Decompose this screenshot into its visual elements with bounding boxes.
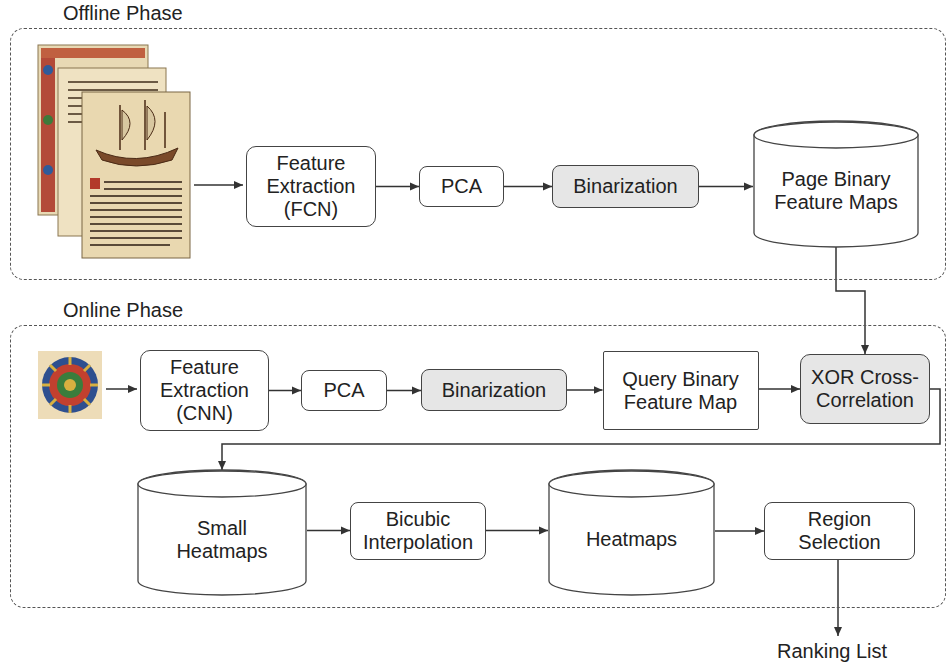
node-label: Query Binary Feature Map [611, 368, 751, 414]
flow-arrow [567, 389, 603, 391]
flow-arrow [836, 247, 865, 354]
data-box: Query Binary Feature Map [603, 351, 759, 430]
rosette-center [64, 379, 76, 391]
process-box: PCA [419, 166, 504, 207]
node-label: Binarization [442, 379, 547, 402]
process-box: XOR Cross-Correlation [800, 354, 930, 424]
node-label: PCA [441, 175, 482, 198]
flow-arrow [387, 390, 421, 392]
initial-letter [90, 178, 100, 189]
cylinder-top [138, 471, 306, 497]
cylinder-body [549, 470, 714, 595]
input-arrow [194, 184, 243, 186]
ship-hull [96, 148, 178, 166]
output-label: Ranking List [777, 640, 887, 663]
page-ornament [43, 165, 53, 175]
node-label: Heatmaps [586, 528, 677, 551]
phase-title: Online Phase [63, 299, 183, 322]
flow-arrow [715, 530, 764, 532]
process-box: PCA [301, 370, 387, 411]
rosette-ring [42, 357, 98, 413]
page-border-ornament [41, 48, 145, 58]
storage-cylinder: Page Binary Feature Maps [753, 121, 919, 247]
cylinder-top [549, 471, 714, 497]
process-box: Binarization [552, 165, 699, 208]
node-label: XOR Cross-Correlation [808, 366, 922, 412]
node-label: Small Heatmaps [167, 517, 277, 563]
phase-region: Offline PhaseFeature Extraction (FCN)PCA… [10, 28, 946, 280]
flow-arrow [307, 530, 350, 532]
output-arrow [837, 560, 839, 636]
input-arrow [106, 388, 137, 390]
node-label: Region Selection [780, 508, 900, 554]
flow-arrow [504, 186, 552, 188]
phase-title-holder: Offline Phase [63, 2, 183, 25]
page-text-lines [90, 182, 182, 245]
node-label: PCA [323, 379, 364, 402]
process-box: Feature Extraction (CNN) [140, 350, 269, 431]
node-label: Page Binary Feature Maps [769, 168, 904, 214]
storage-cylinder: Heatmaps [548, 470, 715, 595]
process-box: Feature Extraction (FCN) [246, 146, 376, 227]
cylinder-body [138, 470, 306, 595]
ship-sails [122, 106, 155, 140]
cylinder-body [754, 121, 918, 247]
page-border-ornament [41, 48, 55, 212]
page-ornament [43, 115, 53, 125]
node-label: Feature Extraction (FCN) [256, 152, 366, 221]
node-label: Bicubic Interpolation [358, 508, 478, 554]
query-image [38, 351, 102, 419]
manuscript-page [82, 92, 190, 258]
page-ornament [43, 65, 53, 75]
node-label: Feature Extraction (CNN) [150, 356, 260, 425]
cylinder-top [754, 122, 918, 148]
node-label: Binarization [573, 175, 678, 198]
flow-arrow [376, 186, 419, 188]
phase-title: Offline Phase [63, 2, 183, 25]
flow-arrow [699, 186, 753, 188]
flow-arrow [486, 530, 548, 532]
phase-region: Online PhaseFeature Extraction (CNN)PCAB… [10, 325, 946, 608]
process-box: Binarization [421, 369, 567, 411]
process-box: Region Selection [764, 502, 915, 560]
process-box: Bicubic Interpolation [350, 502, 486, 560]
flow-arrow [759, 388, 801, 390]
phase-title-holder: Online Phase [63, 299, 183, 322]
ship-masts [120, 100, 165, 150]
rosette-ring [57, 372, 83, 398]
flow-arrow [269, 390, 301, 392]
storage-cylinder: Small Heatmaps [137, 470, 307, 595]
rosette-petals [42, 357, 98, 413]
